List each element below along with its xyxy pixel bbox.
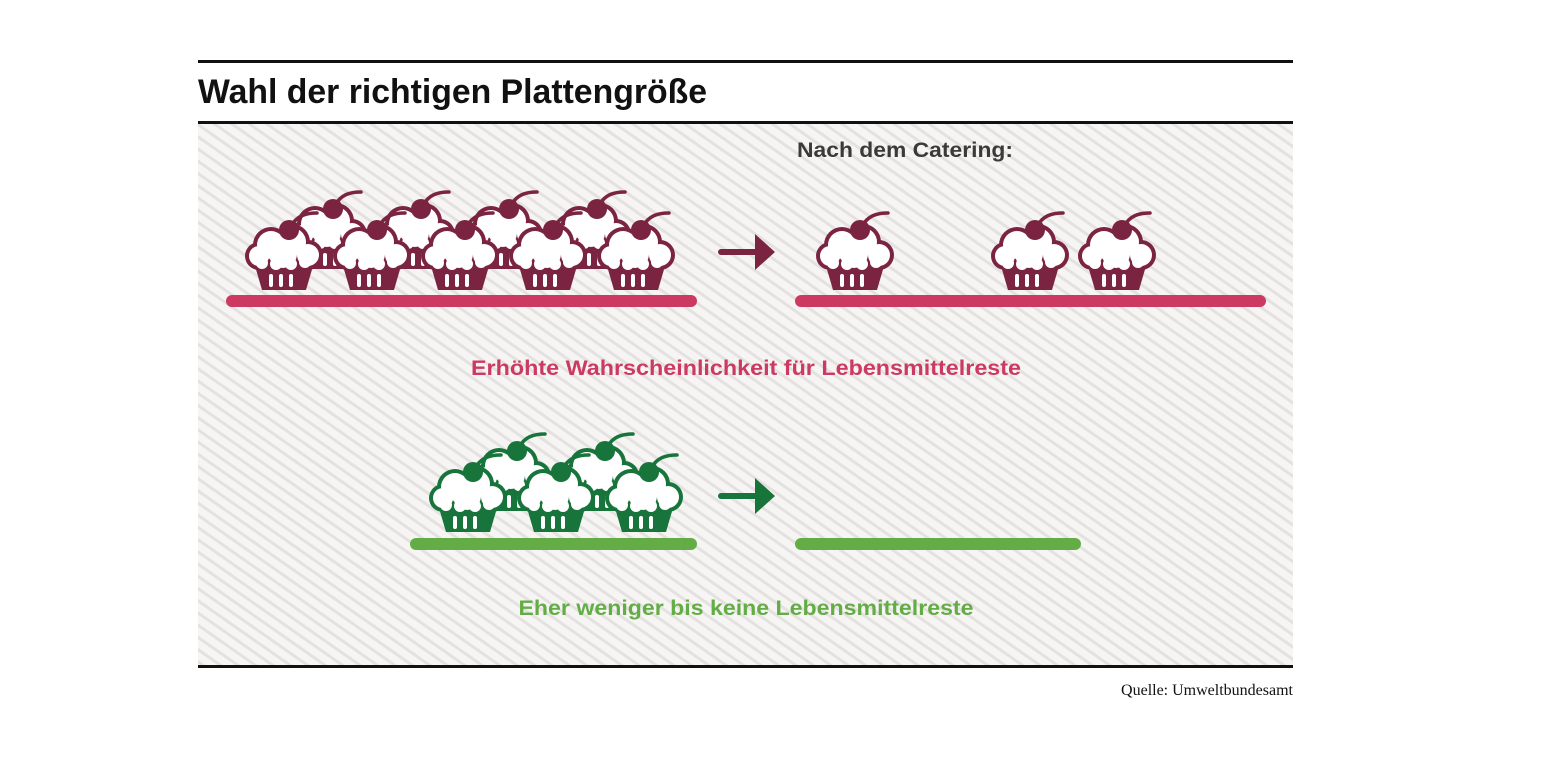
bottom-rule: [198, 665, 1293, 668]
large-plate-after: [795, 295, 1266, 307]
large-plate-before: [226, 295, 697, 307]
top-rule: [198, 60, 1293, 63]
small-plate-before: [410, 538, 697, 550]
hatched-background: [198, 124, 1293, 666]
page-title: Wahl der richtigen Plattengröße: [198, 73, 707, 111]
title-rule: [198, 121, 1293, 124]
source-note: Quelle: Umweltbundesamt: [1121, 682, 1294, 699]
large-plate-caption: Erhöhte Wahrscheinlichkeit für Lebensmit…: [471, 357, 1021, 380]
small-plate-after: [795, 538, 1081, 550]
small-plate-caption: Eher weniger bis keine Lebensmittelreste: [519, 597, 974, 620]
arrow-icon: [718, 478, 775, 514]
arrow-icon: [718, 234, 775, 270]
after-catering-label: Nach dem Catering:: [797, 139, 1013, 162]
